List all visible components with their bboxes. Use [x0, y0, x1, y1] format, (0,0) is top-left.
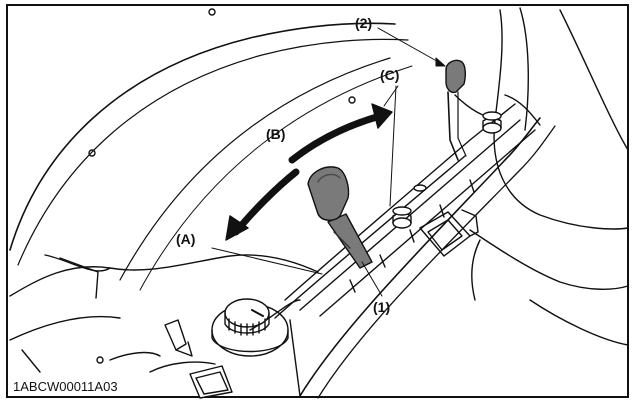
callout-2-label: (2) [355, 15, 373, 31]
callout-a-label: (A) [176, 231, 196, 247]
main-lever [307, 166, 373, 269]
callout-1-label: (1) [373, 299, 391, 315]
rotary-knob [211, 298, 289, 357]
callout-c-label: (C) [380, 67, 400, 83]
callout-b-label: (B) [266, 126, 286, 142]
grip-bracket [419, 209, 479, 257]
motion-arrow [225, 103, 393, 241]
figure-id: 1ABCW00011A03 [10, 379, 121, 395]
bolts [392, 111, 502, 229]
fender-curves [9, 8, 413, 291]
seat-body [454, 7, 629, 346]
small-lever [96, 319, 216, 373]
bottom-switch [189, 365, 233, 399]
floor-deck [9, 254, 319, 373]
console-rail [249, 103, 556, 399]
secondary-lever [445, 59, 467, 161]
leader-lines [211, 27, 446, 297]
